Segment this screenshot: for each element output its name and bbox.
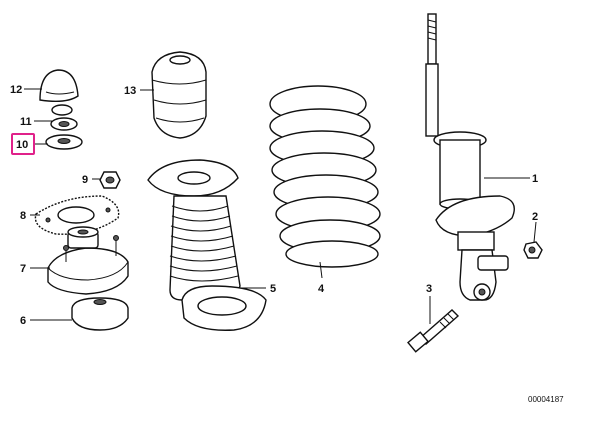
label-8: 8 [20, 210, 26, 222]
label-5: 5 [270, 283, 276, 295]
part-2-nut[interactable] [523, 241, 543, 259]
label-12: 12 [10, 84, 22, 96]
label-6: 6 [20, 315, 26, 327]
label-4: 4 [318, 283, 325, 295]
part-7-strut-mount[interactable] [47, 226, 129, 295]
label-2: 2 [532, 211, 538, 223]
label-9: 9 [82, 174, 88, 186]
part-9-nut[interactable] [99, 171, 121, 189]
label-7: 7 [20, 263, 26, 275]
part-12-bump-cap[interactable] [39, 69, 79, 103]
part-13-bump-stop[interactable] [151, 51, 207, 139]
highlight-box-10 [11, 133, 35, 155]
part-4-coil-spring[interactable] [269, 85, 381, 268]
part-8-gasket[interactable] [34, 195, 120, 235]
part-11-nut[interactable] [50, 104, 78, 131]
diagram-reference-number: 00004187 [528, 395, 564, 404]
part-6-spring-seat[interactable] [71, 297, 129, 331]
label-1: 1 [532, 173, 538, 185]
label-13: 13 [124, 85, 136, 97]
label-11: 11 [20, 116, 32, 128]
label-3: 3 [426, 283, 432, 295]
part-10-washer[interactable] [45, 134, 83, 150]
label-10: 10 [16, 139, 28, 151]
part-5-dust-boot[interactable] [147, 159, 267, 331]
part-1-strut-assembly[interactable] [425, 13, 515, 301]
part-3-bolt[interactable] [407, 309, 460, 353]
